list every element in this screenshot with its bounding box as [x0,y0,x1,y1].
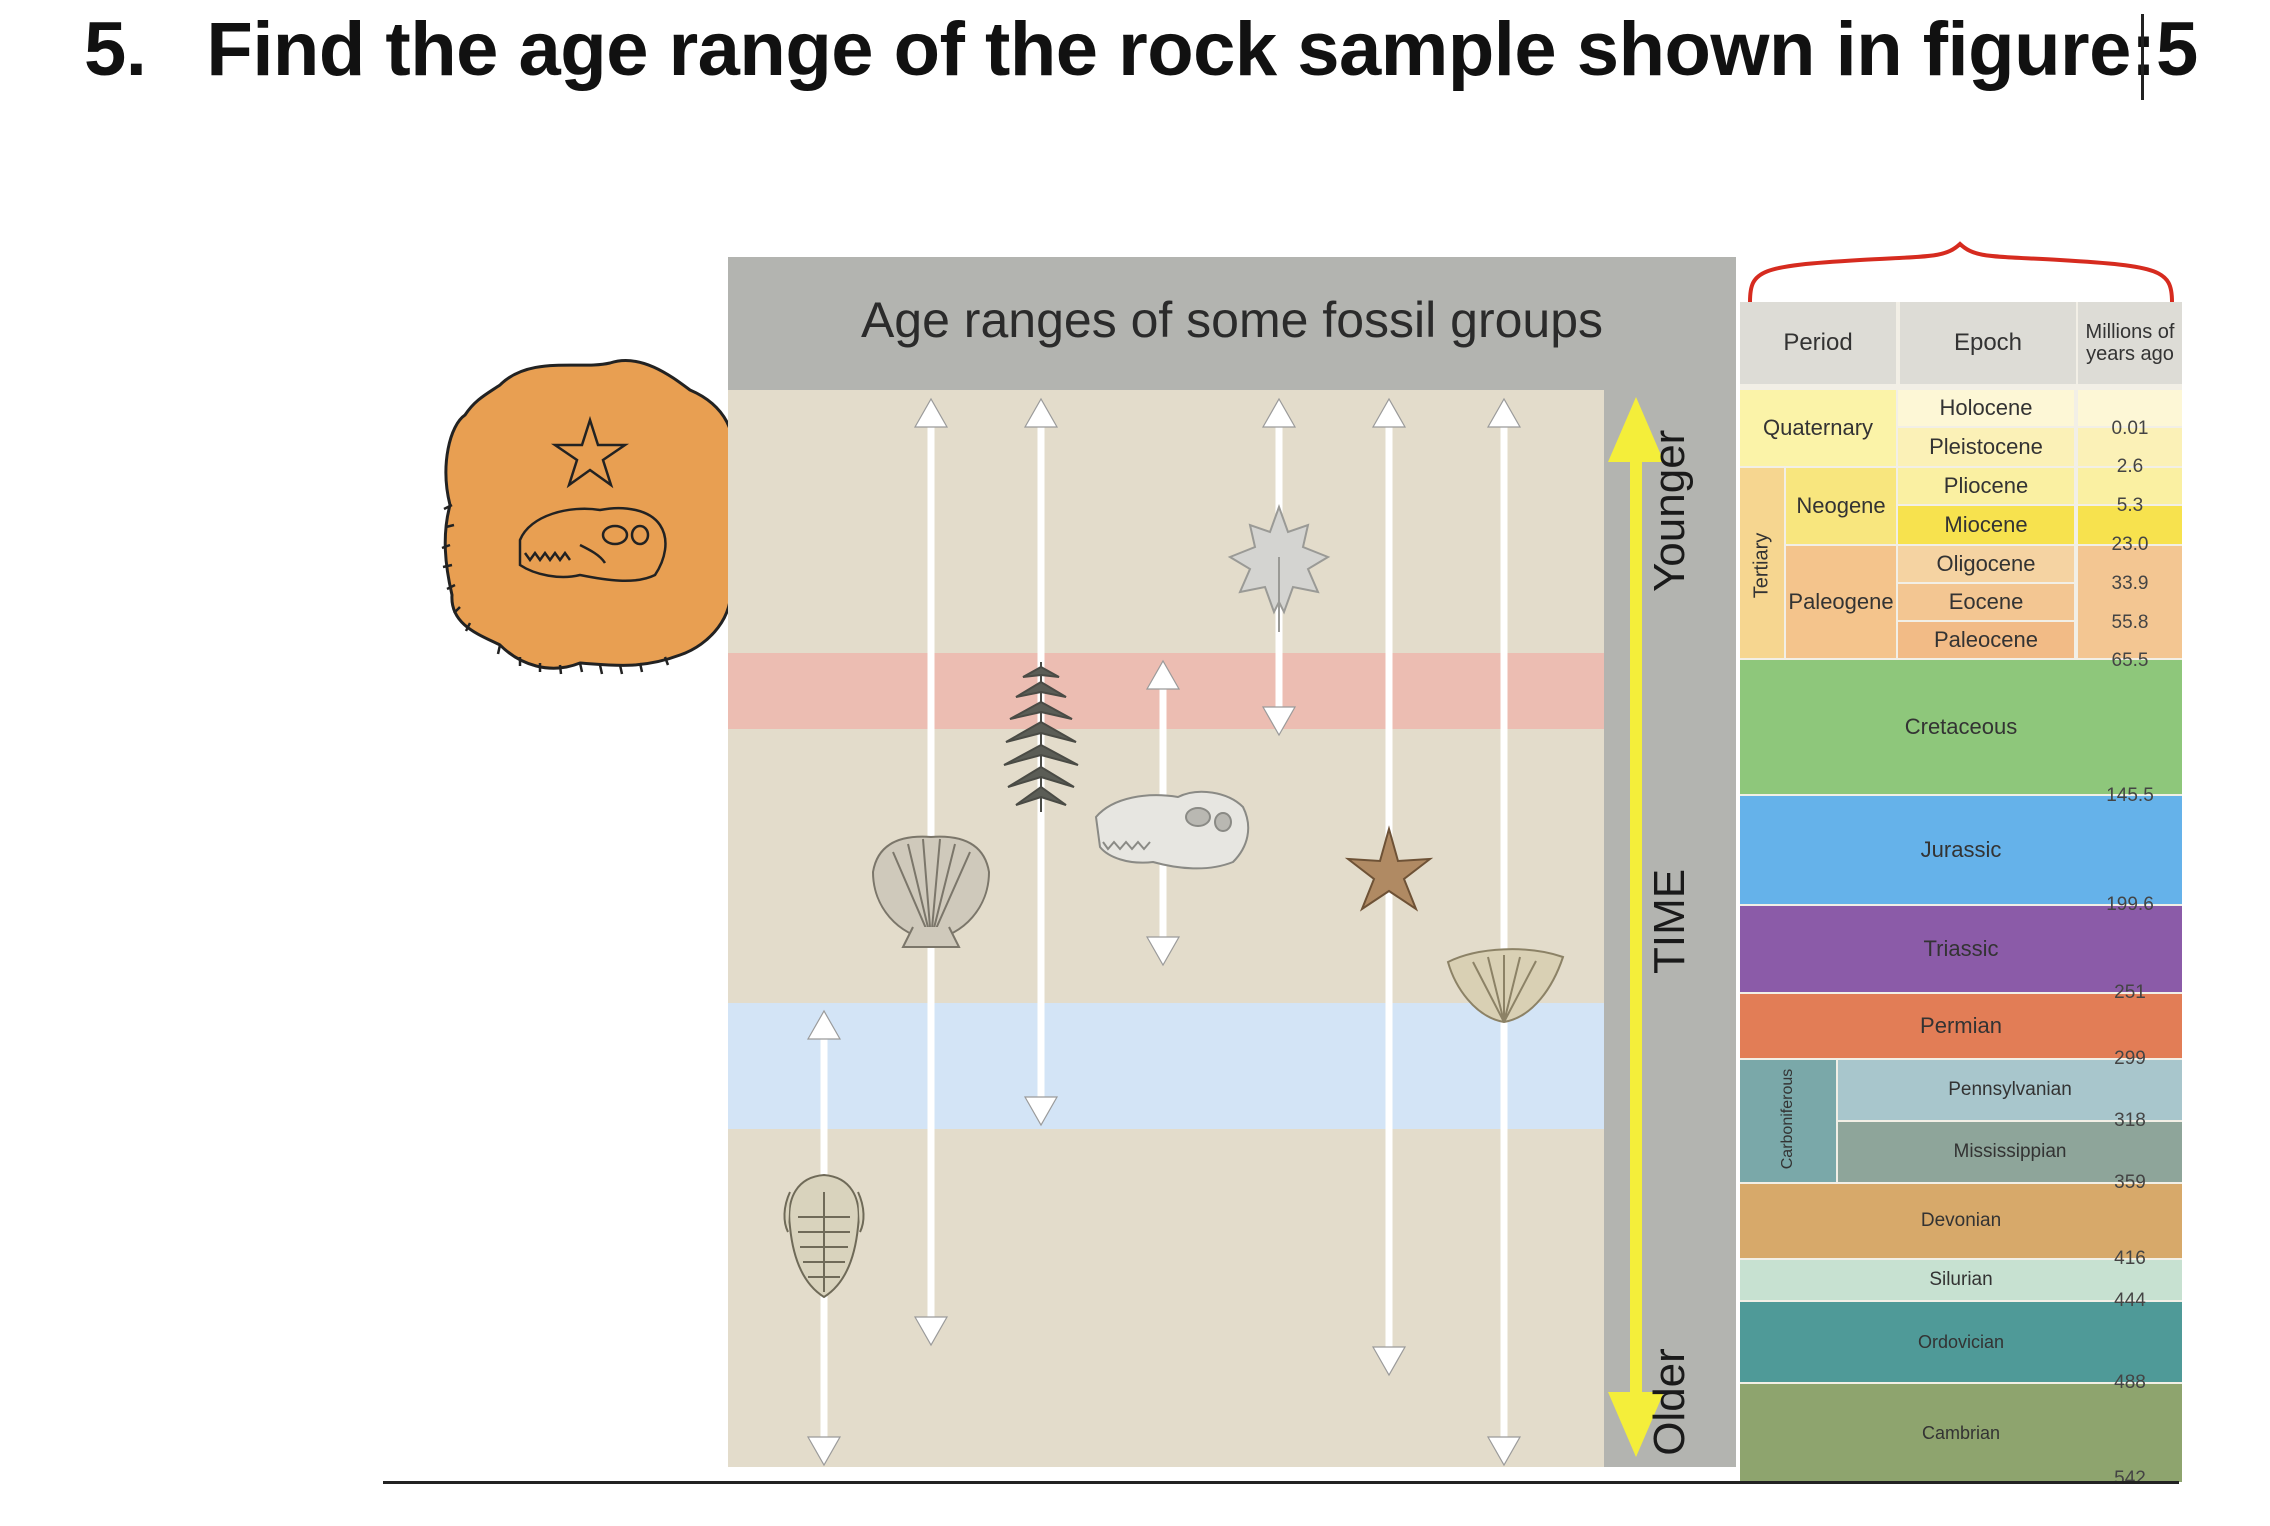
header-mya: Millions of years ago [2078,302,2182,384]
dinosaur-skull-fossil-icon [1094,790,1250,870]
time-label-younger: Younger [1645,429,1694,592]
question-heading: 5. Find the age range of the rock sample … [84,6,2156,93]
age-65-5: 65.5 [2111,650,2149,671]
header-epoch: Epoch [1898,302,2076,384]
age-2-6: 2.6 [2116,456,2144,477]
epoch-eocene: Eocene [1898,584,2074,620]
question-text: Find the age range of the rock sample sh… [206,7,2156,92]
epoch-pliocene: Pliocene [1898,468,2074,504]
period-carboniferous: Carboniferous [1779,1068,1796,1170]
text-cursor [2141,14,2144,100]
age-416: 416 [2114,1248,2146,1269]
question-number: 5. [84,7,147,92]
age-251: 251 [2114,982,2146,1003]
chart-header: Age ranges of some fossil groups [728,257,1736,390]
time-arrow [1608,397,1664,1457]
age-0-01: 0.01 [2111,418,2149,439]
time-axis-strip [1604,390,1736,1467]
fossil-range-chart: Age ranges of some fossil groups [728,257,1736,1467]
scallop-shell-icon [871,835,991,948]
period-permian: Permian [1740,994,2182,1058]
period-devonian: Devonian [1740,1184,2182,1258]
trilobite-icon [783,1173,865,1299]
bracket-annotation [1748,241,2174,303]
question-suffix: 5 [2156,7,2199,92]
brachiopod-icon [1446,948,1565,1024]
maple-leaf-icon [1227,504,1331,632]
highlight-band-blue [728,1003,1604,1129]
age-318: 318 [2114,1110,2146,1131]
period-cambrian: Cambrian [1740,1384,2182,1482]
epoch-holocene: Holocene [1898,390,2074,426]
fern-icon [1003,662,1079,812]
age-359: 359 [2114,1172,2146,1193]
starfish-icon [550,415,630,489]
age-33-9: 33.9 [2111,573,2149,594]
age-488: 488 [2114,1372,2146,1393]
chart-title: Age ranges of some fossil groups [860,292,1604,348]
period-paleogene: Paleogene [1786,546,1896,658]
period-quaternary: Quaternary [1740,390,1896,466]
age-199-6: 199.6 [2106,894,2154,915]
time-label-time: TIME [1645,868,1694,974]
period-pennsylvanian: Pennsylvanian [1838,1060,2182,1120]
dinosaur-skull-icon [518,506,667,583]
period-ordovician: Ordovician [1740,1302,2182,1382]
starfish-fossil-icon [1344,825,1434,912]
age-444: 444 [2114,1290,2146,1311]
header-period: Period [1740,302,1896,384]
epoch-oligocene: Oligocene [1898,546,2074,582]
rock-sample-image [440,345,760,690]
period-triassic: Triassic [1740,906,2182,992]
period-cretaceous: Cretaceous [1740,660,2182,794]
period-mississippian: Mississippian [1838,1122,2182,1182]
age-5-3: 5.3 [2116,495,2144,516]
period-silurian: Silurian [1740,1260,2182,1300]
age-55-8: 55.8 [2111,612,2149,633]
age-542: 542 [2114,1468,2146,1489]
time-label-older: Older [1645,1348,1694,1456]
epoch-paleocene: Paleocene [1898,622,2074,658]
period-jurassic: Jurassic [1740,796,2182,904]
geologic-timescale-table: Period Epoch Millions of years ago Quate… [1740,302,2182,1482]
age-299: 299 [2114,1048,2146,1069]
age-23-0: 23.0 [2111,534,2149,555]
period-tertiary: Tertiary [1750,532,1773,599]
epoch-miocene: Miocene [1898,506,2074,544]
baseline-rule [383,1481,2179,1484]
period-neogene: Neogene [1786,468,1896,544]
age-145-5: 145.5 [2106,785,2154,806]
epoch-pleistocene: Pleistocene [1898,428,2074,466]
